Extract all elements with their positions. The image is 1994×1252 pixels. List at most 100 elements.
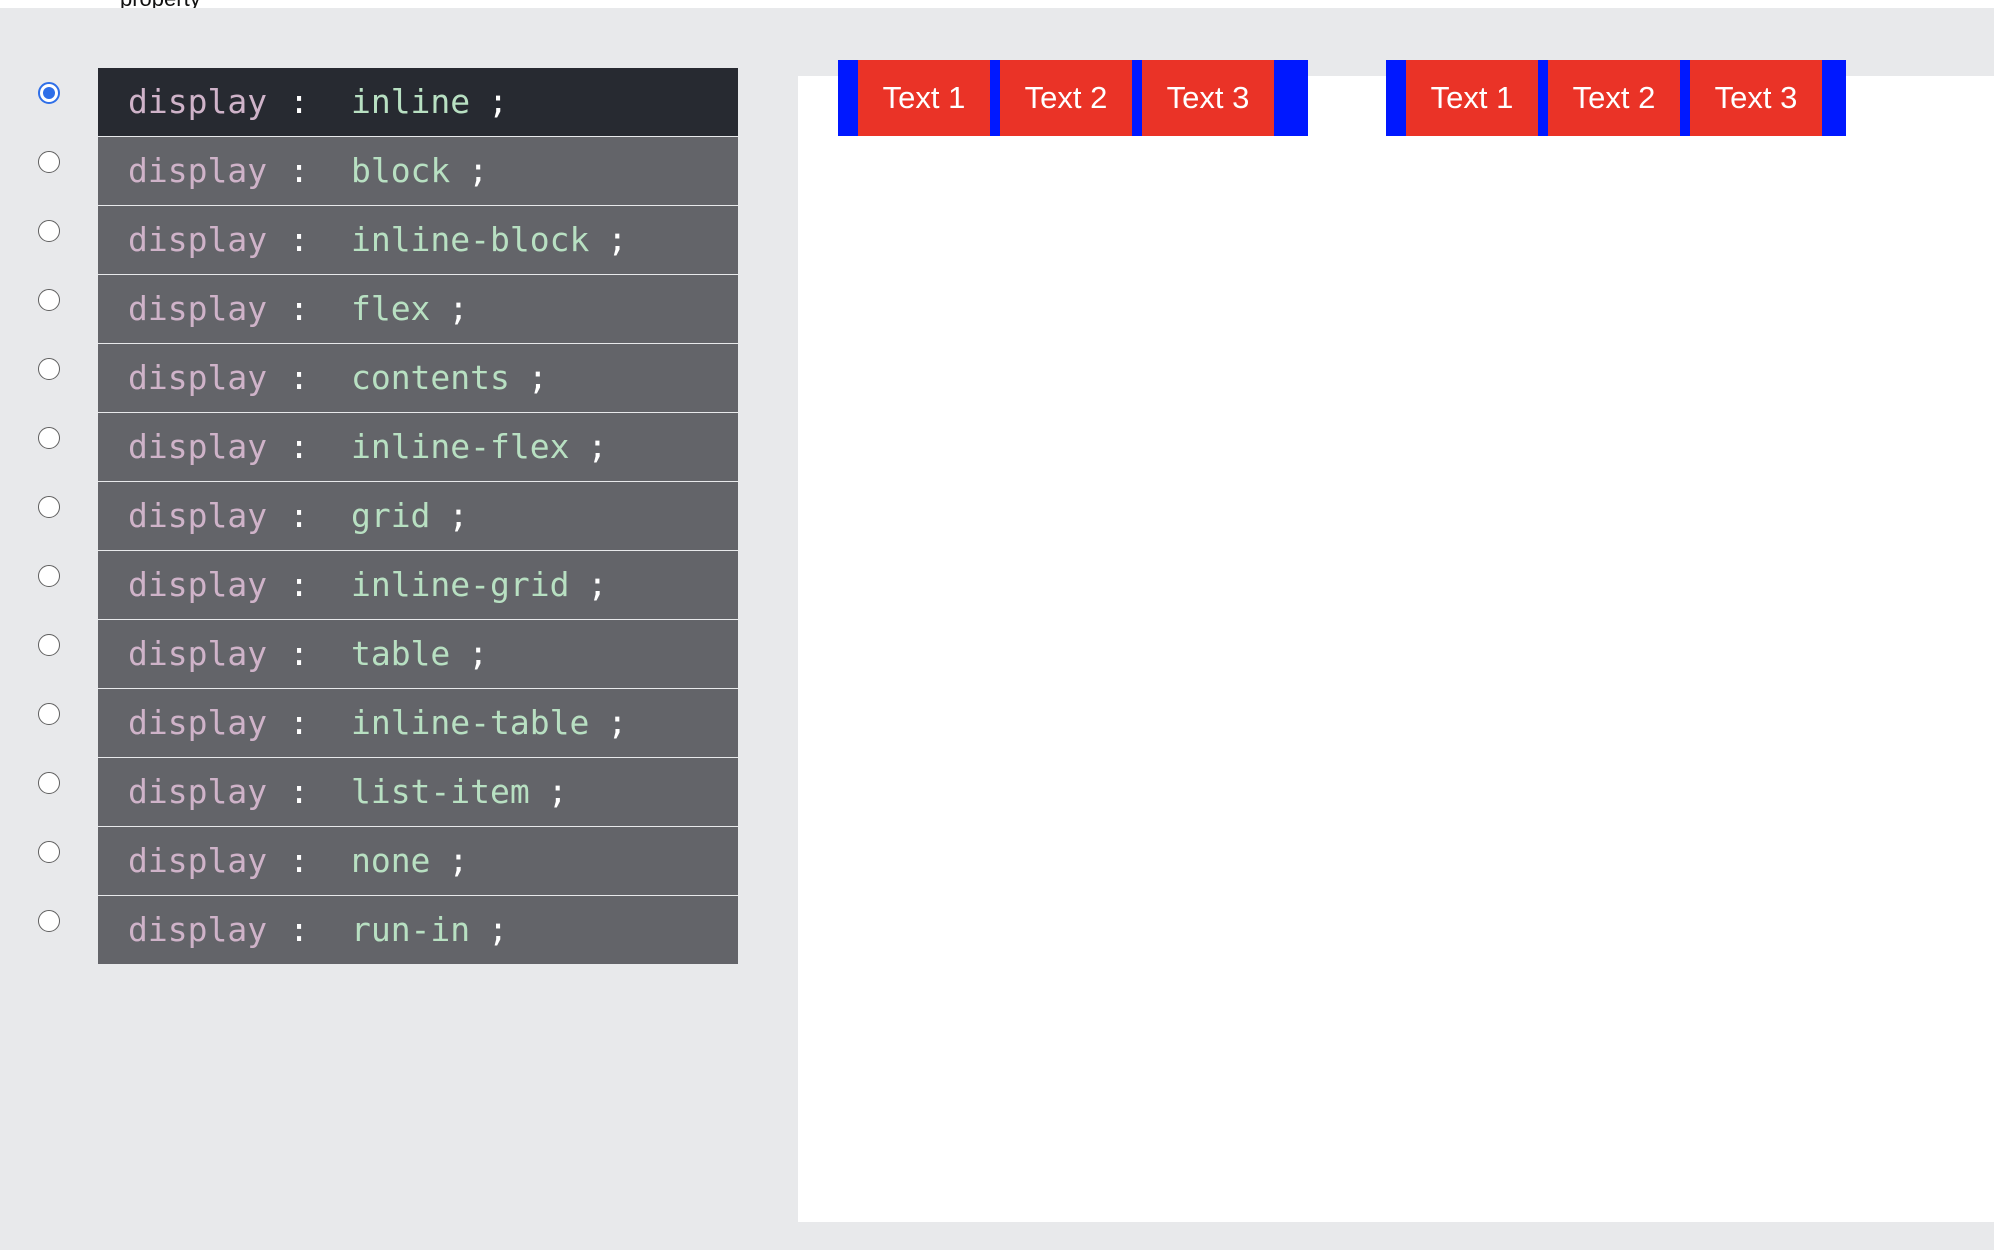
property-name: display bbox=[128, 565, 268, 604]
code-grid[interactable]: display: grid; bbox=[98, 482, 738, 550]
semicolon-symbol: ; bbox=[607, 703, 628, 742]
property-name: display bbox=[128, 427, 268, 466]
property-name: display bbox=[128, 772, 268, 811]
option-inline-grid[interactable]: display:inline-grid; bbox=[0, 551, 760, 619]
code-table[interactable]: display: table; bbox=[98, 620, 738, 688]
semicolon-symbol: ; bbox=[488, 82, 509, 121]
property-value: contents bbox=[350, 358, 510, 397]
property-name: display bbox=[128, 289, 268, 328]
preview-item: Text 3 bbox=[1690, 60, 1822, 136]
option-table[interactable]: display: table; bbox=[0, 620, 760, 688]
colon-symbol: : bbox=[289, 703, 309, 742]
semicolon-symbol: ; bbox=[448, 496, 469, 535]
option-inline-table[interactable]: display: inline-table; bbox=[0, 689, 760, 757]
semicolon-symbol: ; bbox=[488, 910, 509, 949]
radio-flex[interactable] bbox=[38, 289, 60, 311]
property-name: display bbox=[128, 82, 268, 121]
option-run-in[interactable]: display: run-in; bbox=[0, 896, 760, 964]
colon-symbol: : bbox=[289, 289, 309, 328]
radio-inline-table[interactable] bbox=[38, 703, 60, 725]
option-none[interactable]: display: none; bbox=[0, 827, 760, 895]
option-inline-block[interactable]: display: inline-block; bbox=[0, 206, 760, 274]
option-block[interactable]: display: block; bbox=[0, 137, 760, 205]
radio-run-in[interactable] bbox=[38, 910, 60, 932]
semicolon-symbol: ; bbox=[547, 772, 568, 811]
code-flex[interactable]: display: flex; bbox=[98, 275, 738, 343]
colon-symbol: : bbox=[289, 565, 309, 604]
top-cut-label: property bbox=[120, 0, 201, 11]
preview-item: Text 1 bbox=[858, 60, 990, 136]
property-name: display bbox=[128, 358, 268, 397]
colon-symbol: : bbox=[289, 841, 309, 880]
option-inline[interactable]: display: inline; bbox=[0, 68, 760, 136]
semicolon-symbol: ; bbox=[587, 565, 608, 604]
property-value: inline-block bbox=[350, 220, 590, 259]
radio-inline-block[interactable] bbox=[38, 220, 60, 242]
option-contents[interactable]: display: contents; bbox=[0, 344, 760, 412]
display-preview-area: Text 1 Text 2 Text 3 Text 1 Text 2 Text … bbox=[798, 60, 1994, 1222]
colon-symbol: : bbox=[289, 634, 309, 673]
radio-grid[interactable] bbox=[38, 496, 60, 518]
property-name: display bbox=[128, 151, 268, 190]
code-inline-block[interactable]: display: inline-block; bbox=[98, 206, 738, 274]
colon-symbol: : bbox=[289, 82, 309, 121]
semicolon-symbol: ; bbox=[527, 358, 548, 397]
semicolon-symbol: ; bbox=[587, 427, 608, 466]
property-name: display bbox=[128, 841, 268, 880]
css-display-demo-panel: display:inline; display:block; display:i… bbox=[0, 8, 1994, 1250]
semicolon-symbol: ; bbox=[607, 220, 628, 259]
colon-symbol: : bbox=[289, 220, 309, 259]
code-contents[interactable]: display: contents; bbox=[98, 344, 738, 412]
semicolon-symbol: ; bbox=[448, 841, 469, 880]
colon-symbol: : bbox=[289, 358, 309, 397]
property-value: inline-table bbox=[350, 703, 590, 742]
property-name: display bbox=[128, 220, 268, 259]
semicolon-symbol: ; bbox=[468, 634, 489, 673]
colon-symbol: : bbox=[289, 910, 309, 949]
option-flex[interactable]: display: flex; bbox=[0, 275, 760, 343]
property-value: none bbox=[350, 841, 431, 880]
radio-block[interactable] bbox=[38, 151, 60, 173]
code-run-in[interactable]: display: run-in; bbox=[98, 896, 738, 964]
property-name: display bbox=[128, 496, 268, 535]
property-value: grid bbox=[350, 496, 431, 535]
property-value: run-in bbox=[350, 910, 471, 949]
property-name: display bbox=[128, 910, 268, 949]
radio-inline-grid[interactable] bbox=[38, 565, 60, 587]
code-none[interactable]: display: none; bbox=[98, 827, 738, 895]
semicolon-symbol: ; bbox=[448, 289, 469, 328]
preview-item: Text 2 bbox=[1548, 60, 1680, 136]
property-value: list-item bbox=[350, 772, 530, 811]
radio-table[interactable] bbox=[38, 634, 60, 656]
colon-symbol: : bbox=[289, 772, 309, 811]
preview-container-left: Text 1 Text 2 Text 3 bbox=[838, 60, 1308, 136]
semicolon-symbol: ; bbox=[468, 151, 489, 190]
colon-symbol: : bbox=[289, 496, 309, 535]
property-value: block bbox=[350, 151, 451, 190]
preview-item: Text 2 bbox=[1000, 60, 1132, 136]
colon-symbol: : bbox=[289, 151, 309, 190]
radio-none[interactable] bbox=[38, 841, 60, 863]
code-inline-grid[interactable]: display:inline-grid; bbox=[98, 551, 738, 619]
property-name: display bbox=[128, 703, 268, 742]
radio-inline[interactable] bbox=[38, 82, 60, 104]
property-value: inline-flex bbox=[350, 427, 570, 466]
property-value: table bbox=[350, 634, 451, 673]
option-grid[interactable]: display: grid; bbox=[0, 482, 760, 550]
radio-inline-flex[interactable] bbox=[38, 427, 60, 449]
property-value: flex bbox=[350, 289, 431, 328]
code-list-item[interactable]: display: list-item; bbox=[98, 758, 738, 826]
code-inline[interactable]: display: inline; bbox=[98, 68, 738, 136]
colon-symbol: : bbox=[289, 427, 309, 466]
preview-container-right: Text 1 Text 2 Text 3 bbox=[1386, 60, 1846, 136]
code-inline-flex[interactable]: display: inline-flex; bbox=[98, 413, 738, 481]
code-inline-table[interactable]: display: inline-table; bbox=[98, 689, 738, 757]
property-value: inline bbox=[350, 82, 471, 121]
preview-item: Text 1 bbox=[1406, 60, 1538, 136]
option-list-item[interactable]: display: list-item; bbox=[0, 758, 760, 826]
property-name: display bbox=[128, 634, 268, 673]
code-block[interactable]: display: block; bbox=[98, 137, 738, 205]
radio-list-item[interactable] bbox=[38, 772, 60, 794]
radio-contents[interactable] bbox=[38, 358, 60, 380]
option-inline-flex[interactable]: display: inline-flex; bbox=[0, 413, 760, 481]
